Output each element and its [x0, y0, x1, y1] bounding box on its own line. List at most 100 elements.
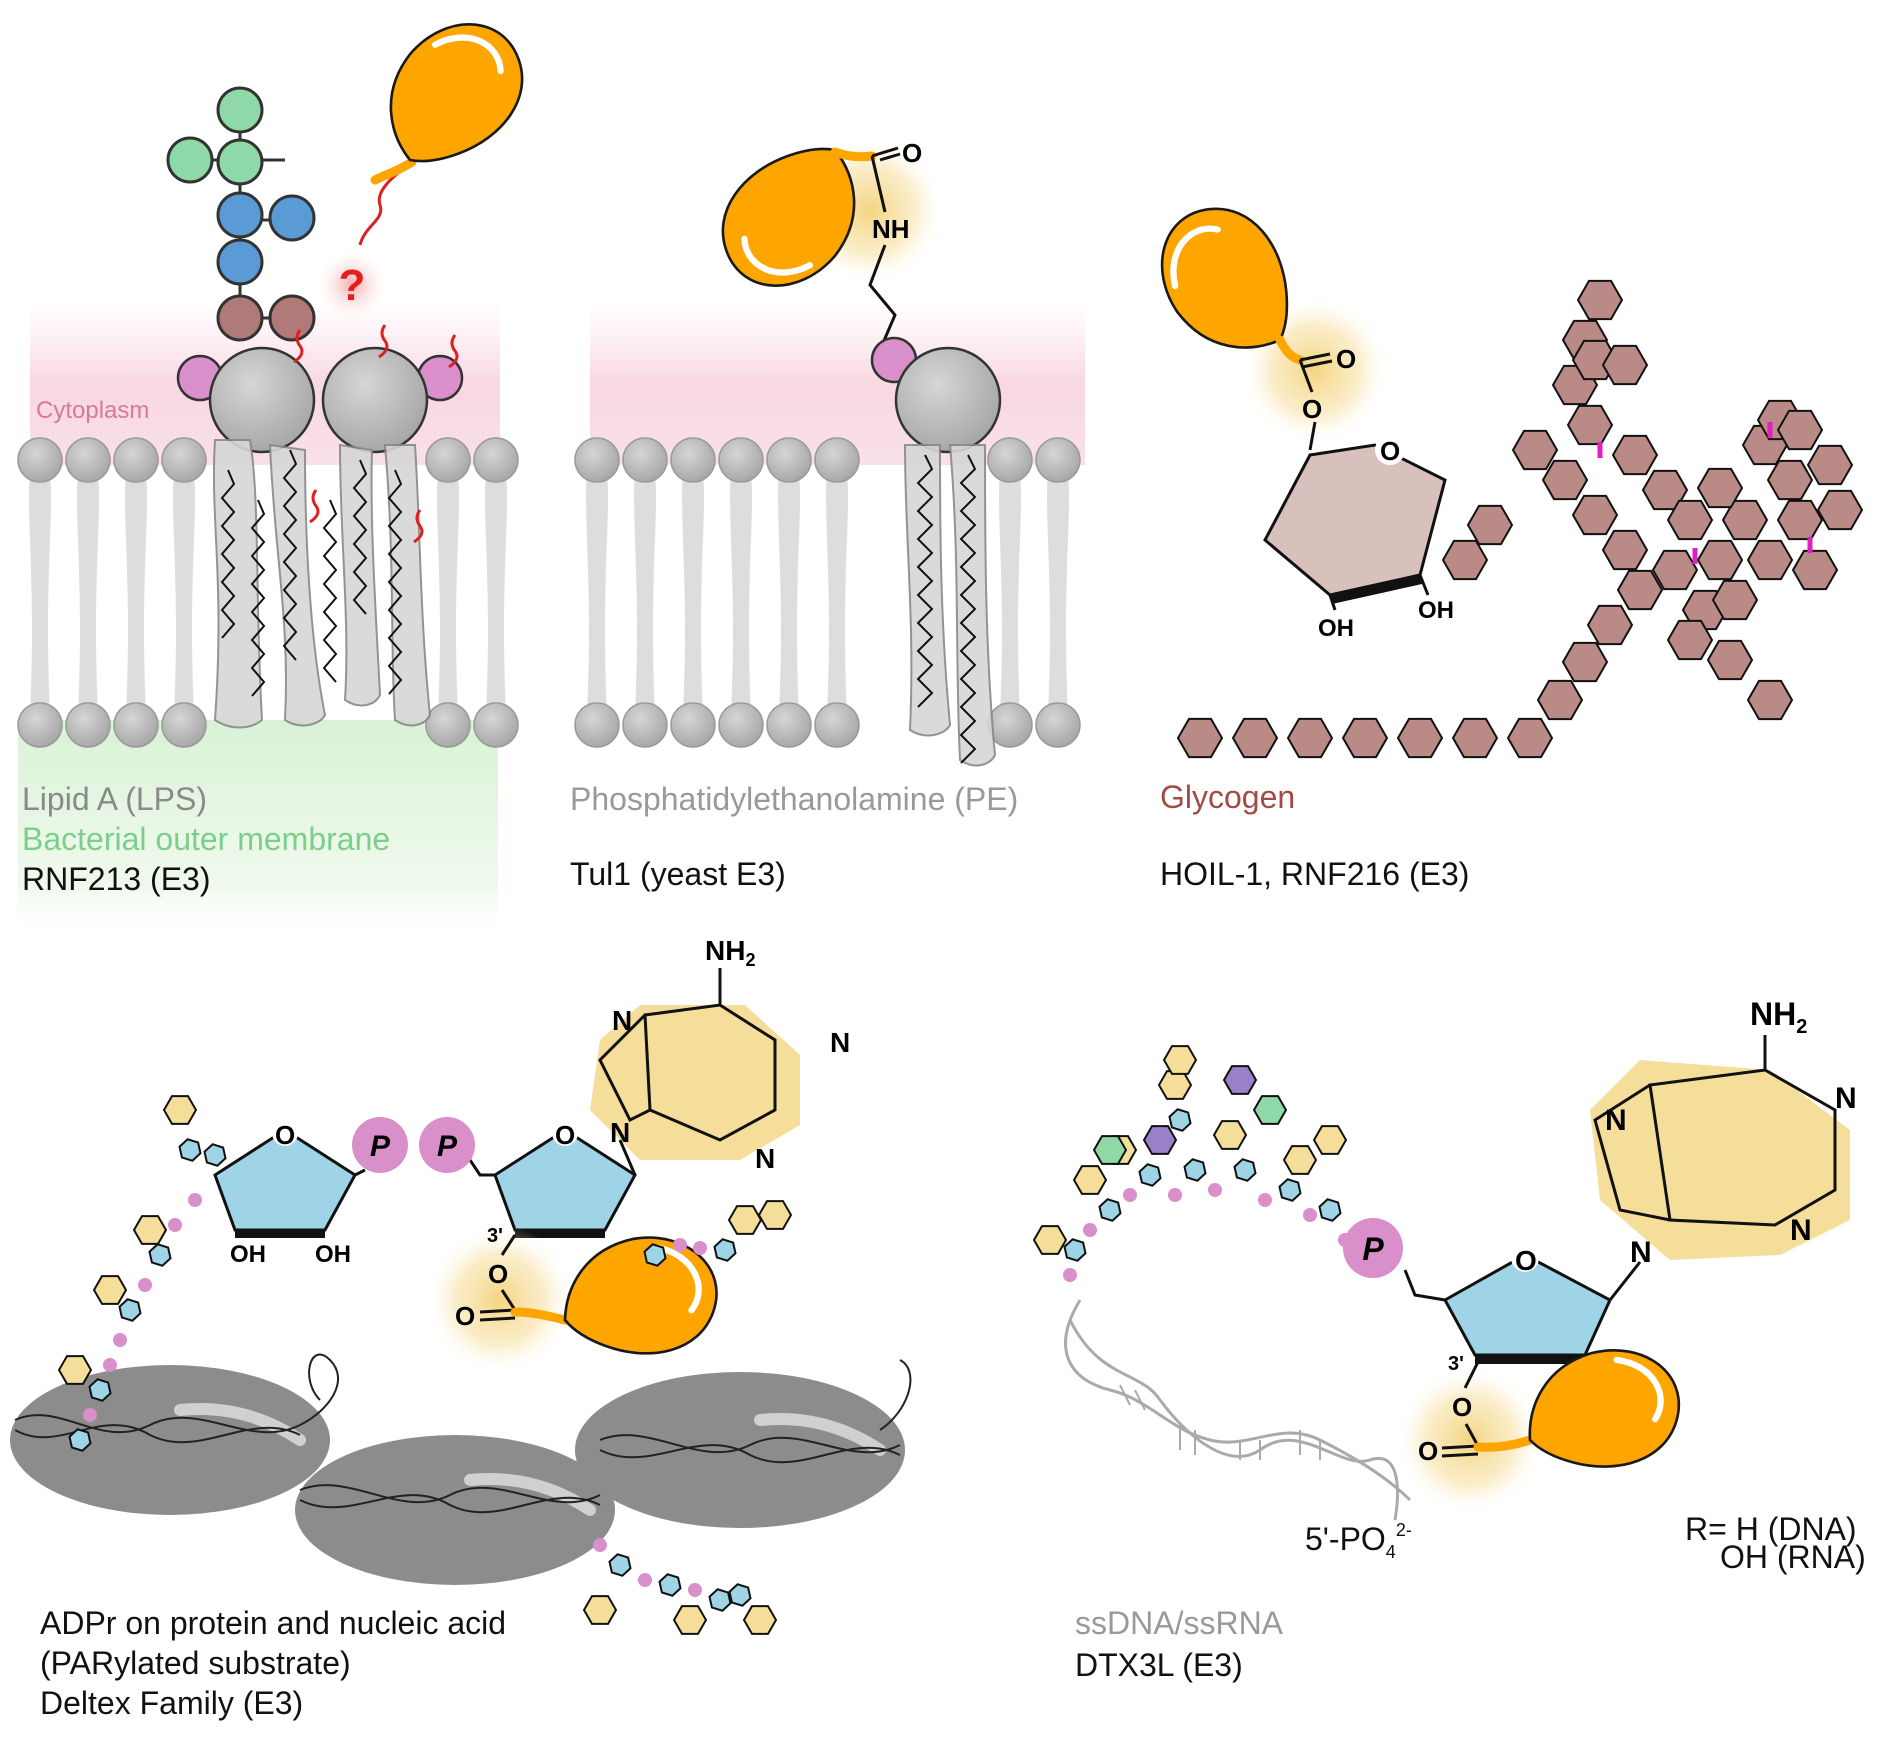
phosphate-unit	[638, 1573, 652, 1587]
dtx-ribose-bold	[1475, 1355, 1585, 1364]
lipid-head-bottom	[622, 702, 668, 748]
phosphate-unit	[168, 1218, 182, 1232]
lipid-tail-pair	[999, 470, 1021, 715]
adpr-caption-1: ADPr on protein and nucleic acid	[40, 1605, 506, 1641]
glucose-unit	[1396, 717, 1444, 759]
lipid-bilayer-pe	[574, 437, 1081, 748]
lipid-head-top	[718, 437, 764, 483]
lipid-a-tails	[212, 439, 432, 729]
adenine-unit	[1032, 1225, 1068, 1255]
adpr-ribose-1-bold	[235, 1230, 325, 1238]
adpr-atom-n9: N	[610, 1117, 630, 1148]
ribose-unit	[1183, 1158, 1207, 1182]
phosphate-unit	[1208, 1183, 1222, 1197]
glycogen-caption-substrate: Glycogen	[1160, 779, 1295, 815]
glucose-unit	[1541, 459, 1589, 501]
dtx-atom-n1: N	[1835, 1082, 1857, 1115]
phosphate-unit	[1338, 1233, 1352, 1247]
lipid-head-bottom	[1035, 702, 1081, 748]
glucose-unit	[1561, 641, 1609, 683]
adenine-unit	[1222, 1065, 1258, 1095]
glucose-unit	[1286, 717, 1334, 759]
r-legend-1: R= H (DNA)	[1685, 1511, 1857, 1547]
adenine-unit	[1252, 1095, 1288, 1125]
dtx-ub-tail	[1473, 1435, 1535, 1452]
lipid-head-bottom	[425, 702, 471, 748]
acyl-chain	[282, 449, 298, 661]
cytoplasm-label: Cytoplasm	[36, 397, 149, 424]
adenine-unit	[1282, 1145, 1318, 1175]
sugar-blue-3	[216, 238, 264, 286]
dtx-ribose	[1442, 1253, 1612, 1357]
sugar-blue-2	[268, 194, 316, 242]
glucose-unit	[1536, 679, 1584, 721]
glucose-unit	[1601, 344, 1649, 386]
pe-linker-bonds	[868, 146, 901, 351]
ribose-unit	[713, 1238, 737, 1262]
ubiquitin-glycogen	[1157, 203, 1291, 354]
lipid-head-top	[17, 437, 63, 483]
dtx-nh2: NH2	[1750, 996, 1807, 1038]
adpr-3prime: 3'	[487, 1225, 503, 1247]
adpr-caption-3: Deltex Family (E3)	[40, 1685, 303, 1721]
lipid-head-bottom	[161, 702, 207, 748]
dtx-carbonyl-2	[1441, 1452, 1479, 1458]
lipid-tail-pair	[437, 470, 459, 715]
lipid-bilayer-lps	[17, 437, 519, 748]
ribose-unit	[728, 1583, 752, 1607]
sugar-green-1	[216, 86, 264, 134]
lipid-tail-pair	[586, 470, 608, 715]
adenine-unit	[757, 1200, 793, 1230]
ribose-unit	[1138, 1163, 1162, 1187]
nucleosomes	[10, 1353, 912, 1585]
glucose-unit	[1176, 717, 1224, 759]
ribose-unit	[203, 1143, 227, 1167]
glucose-unit	[1746, 539, 1794, 581]
dtx-ester-glow	[1395, 1365, 1545, 1515]
phosphate-unit	[688, 1583, 702, 1597]
ring-o-bg	[1375, 435, 1405, 465]
glucose-unit	[1696, 539, 1744, 581]
ubiquitin-tail-glycogen	[1275, 335, 1305, 365]
adpr-carbonyl-o: O	[455, 1301, 475, 1331]
lipid-head-top	[670, 437, 716, 483]
phosphate-unit	[1258, 1193, 1272, 1207]
glycogen-oh-2: OH	[1418, 597, 1454, 624]
ribose-unit	[658, 1573, 682, 1597]
adpr-ribose-2-o-bg	[552, 1120, 578, 1146]
ribose-unit	[608, 1553, 632, 1577]
oh-bond-2	[1418, 574, 1430, 596]
dtx-adenine-bonds	[1593, 1035, 1837, 1227]
glucose-unit	[1586, 604, 1634, 646]
lipid-head-top	[161, 437, 207, 483]
glucose-unit	[1791, 549, 1839, 591]
panel-lipid-a: Cytoplasm	[17, 9, 542, 940]
sugar-blue-1	[216, 191, 264, 239]
lipid-head-bottom	[574, 702, 620, 748]
ribose-unit	[148, 1243, 172, 1267]
oh-bond-1	[1328, 594, 1337, 611]
phosphate-unit	[1168, 1188, 1182, 1202]
dtx-caption-substrate: ssDNA/ssRNA	[1075, 1605, 1284, 1641]
panel-phosphatidylethanolamine: O NH Phosphatidylethanolamine (PE) Tul1 …	[570, 135, 1085, 892]
adenine-unit	[582, 1595, 618, 1625]
glucose-unit	[1696, 467, 1744, 509]
glycogen-oh-1: OH	[1318, 615, 1354, 642]
glucose-ring	[1263, 443, 1447, 597]
lipid-head-top	[574, 437, 620, 483]
ribose-unit	[118, 1298, 142, 1322]
ribose-unit	[68, 1428, 92, 1452]
lipid-head-top	[473, 437, 519, 483]
adpr-ub-tail	[510, 1307, 570, 1325]
lipid-head-top	[622, 437, 668, 483]
dtx-n9-bond	[1608, 1261, 1642, 1301]
dtx-5prime-bond	[1403, 1269, 1446, 1302]
acyl-chain	[220, 469, 236, 639]
panel-adpr: NH2 N N N N O OH OH O P P 3' O O	[10, 935, 912, 1721]
glycogen-caption-enzyme: HOIL-1, RNF216 (E3)	[1160, 856, 1469, 892]
phosphate-unit	[1123, 1188, 1137, 1202]
lipid-a-head-left	[208, 346, 316, 454]
dtx-carbonyl-1	[1441, 1444, 1479, 1450]
adenine-unit	[92, 1275, 128, 1305]
adpr-c3-o-bond	[500, 1234, 517, 1256]
